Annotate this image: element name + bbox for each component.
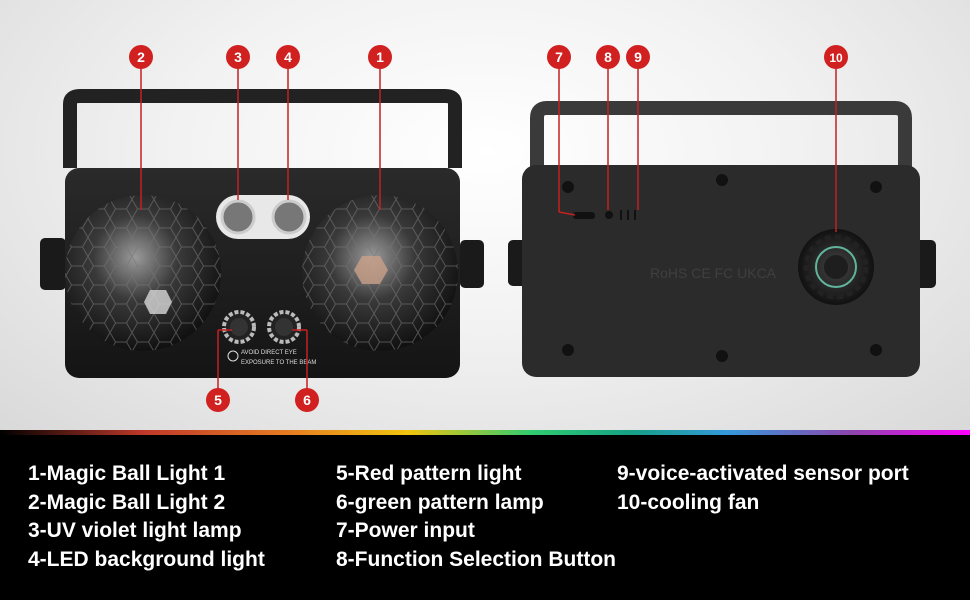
uv-violet-lamp (220, 199, 256, 235)
led-background-light (271, 199, 307, 235)
callout-9: 9 (626, 45, 650, 69)
green-pattern-lamp (267, 310, 301, 344)
cooling-fan (798, 229, 874, 305)
svg-text:7: 7 (555, 49, 563, 65)
legend-item-8: 8-Function Selection Button (336, 547, 616, 571)
legend-column-1: 1-Magic Ball Light 1 2-Magic Ball Light … (28, 460, 265, 574)
legend-panel: 1-Magic Ball Light 1 2-Magic Ball Light … (0, 436, 970, 600)
legend-item-7: 7-Power input (336, 519, 475, 542)
callout-lines (140, 66, 837, 390)
legend-item-1: 1-Magic Ball Light 1 (28, 462, 226, 485)
front-knob-left (40, 238, 66, 290)
function-button (605, 211, 613, 219)
svg-text:5: 5 (214, 392, 222, 408)
front-unit: AVOID DIRECT EYE EXPOSURE TO THE BEAM (40, 89, 484, 378)
rainbow-divider (0, 430, 970, 435)
svg-text:8: 8 (604, 49, 612, 65)
warning-text-line1: AVOID DIRECT EYE (241, 350, 297, 356)
svg-text:6: 6 (303, 392, 311, 408)
svg-text:1: 1 (376, 49, 384, 65)
power-input-port (573, 212, 595, 219)
mic-slot-3 (634, 210, 636, 220)
cert-marks: RoHS CE FC UKCA (650, 265, 777, 281)
legend-item-2: 2-Magic Ball Light 2 (28, 490, 226, 514)
callout-badges: 2 3 4 1 7 8 9 10 5 6 (129, 45, 848, 412)
mic-slot-1 (620, 210, 622, 220)
back-unit: RoHS CE FC UKCA (508, 101, 936, 377)
legend-item-6: 6-green pattern lamp (336, 490, 544, 514)
callout-2: 2 (129, 45, 153, 69)
front-knob-right (460, 240, 484, 288)
svg-text:2: 2 (137, 49, 145, 65)
legend-item-9: 9-voice-activated sensor port (617, 462, 909, 485)
callout-1: 1 (368, 45, 392, 69)
legend-item-3: 3-UV violet light lamp (28, 519, 242, 542)
legend-item-10: 10-cooling fan (617, 490, 760, 514)
legend-item-4: 4-LED background light (28, 547, 265, 571)
callout-7: 7 (547, 45, 571, 69)
back-handle (530, 101, 912, 168)
legend-item-5: 5-Red pattern light (336, 462, 522, 485)
legend-column-2: 5-Red pattern light 6-green pattern lamp… (336, 460, 616, 574)
svg-text:3: 3 (234, 49, 242, 65)
svg-text:9: 9 (634, 49, 642, 65)
callout-3: 3 (226, 45, 250, 69)
callout-4: 4 (276, 45, 300, 69)
front-handle (63, 89, 462, 168)
callout-10: 10 (824, 45, 848, 69)
red-pattern-light (222, 310, 256, 344)
mic-slot-2 (627, 210, 629, 220)
callout-5: 5 (206, 388, 230, 412)
callout-8: 8 (596, 45, 620, 69)
product-photo: AVOID DIRECT EYE EXPOSURE TO THE BEAM (0, 0, 970, 432)
svg-text:10: 10 (829, 51, 843, 65)
callout-6: 6 (295, 388, 319, 412)
warning-text-line2: EXPOSURE TO THE BEAM (241, 360, 316, 366)
legend-column-3: 9-voice-activated sensor port 10-cooling… (617, 460, 909, 517)
product-illustration: AVOID DIRECT EYE EXPOSURE TO THE BEAM (40, 45, 936, 412)
svg-text:4: 4 (284, 49, 292, 65)
laser-warning-icon (227, 350, 239, 362)
